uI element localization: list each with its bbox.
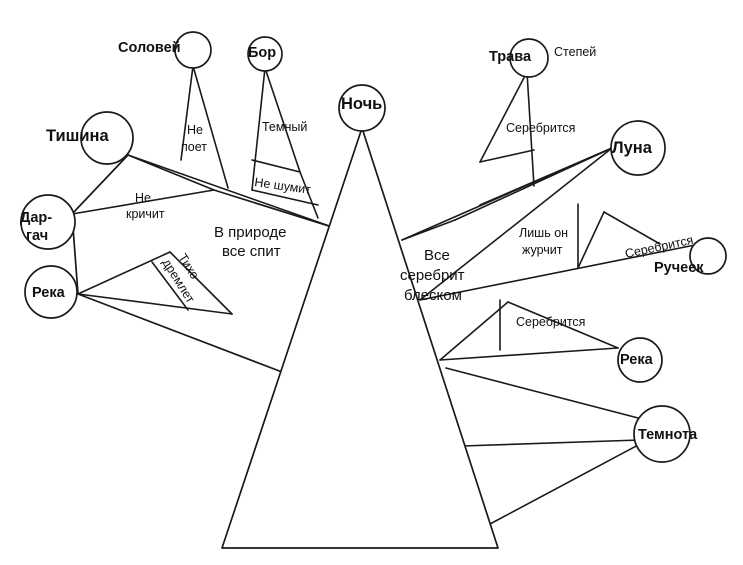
node-circle-trava (509, 38, 549, 78)
node-circle-dergach (20, 194, 76, 250)
node-luna: Луна (612, 139, 653, 157)
node-circle-reka-right (617, 337, 663, 383)
edge-ne-poet-line2: поет (181, 140, 207, 154)
edge-ne-krichit-line1: Не (135, 191, 151, 205)
node-rucheek: Ручеек (654, 260, 704, 276)
node-reka-left: Река (32, 285, 66, 301)
edge-ne-poet-line1: Не (187, 123, 203, 137)
node-circle-luna (610, 120, 666, 176)
node-night: Ночь (341, 95, 382, 113)
edge-lish-on-line1: Лишь он (519, 226, 568, 240)
edge-serebritsya-2: Серебрится (624, 233, 695, 261)
right-block-line1: Все (424, 247, 450, 264)
edge-serebritsya-3: Серебрится (516, 315, 585, 329)
node-circle-temnota (633, 405, 691, 463)
node-circle-reka-left (24, 265, 78, 319)
edge-serebritsya-1: Серебрится (506, 121, 575, 135)
node-tishina: Тишина (46, 127, 109, 145)
left-branch (71, 65, 336, 373)
node-circle-bor (247, 36, 283, 72)
node-temnota: Темнота (638, 427, 698, 443)
left-block-line1: В природе (214, 224, 286, 241)
node-bor: Бор (248, 45, 276, 61)
left-block-line2: все спит (222, 243, 281, 260)
node-dergach-line2: гач (26, 228, 48, 244)
node-circle-tishina (80, 111, 134, 165)
right-block-line3: блеском (404, 287, 462, 304)
edge-stepey: Степей (554, 45, 596, 59)
node-solovey: Соловей (118, 40, 181, 56)
right-branch (401, 71, 701, 525)
edge-ne-krichit-line2: кричит (126, 207, 165, 221)
edge-temny: Темный (262, 120, 307, 134)
node-reka-right: Река (620, 352, 654, 368)
edge-lish-on-line2: журчит (522, 243, 563, 257)
node-circle-solovey (174, 31, 212, 69)
node-dergach-line1: Дар- (20, 210, 52, 226)
node-circle-night (338, 84, 386, 132)
node-circle-rucheek (689, 237, 727, 275)
right-block-line2: серебрит (400, 267, 465, 284)
node-trava: Трава (489, 49, 532, 65)
edge-ne-shumit: Не шумит (254, 175, 313, 197)
central-triangle (221, 127, 499, 549)
